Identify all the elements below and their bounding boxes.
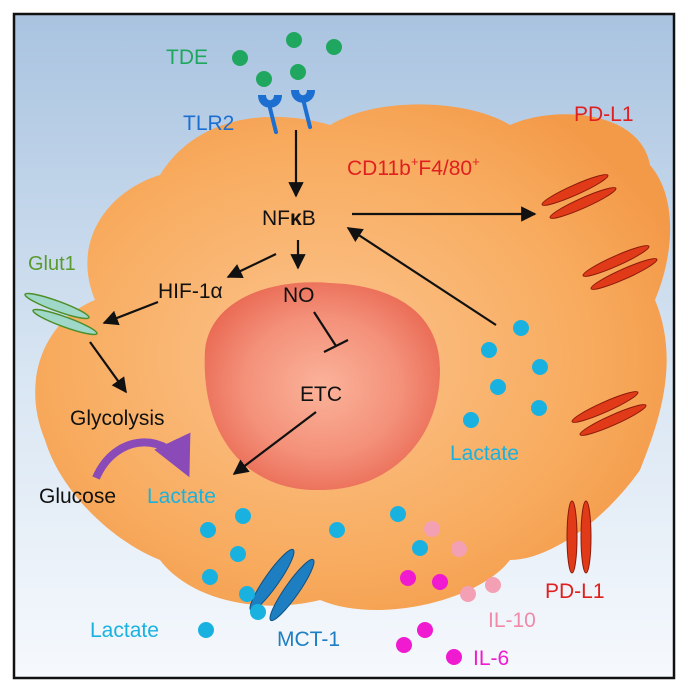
arrow-etc-to-lactate (232, 411, 317, 475)
lactate-particles (198, 320, 548, 638)
label-glut1: Glut1 (28, 253, 76, 275)
il6-particles (396, 570, 462, 665)
inhibit-no-etc (313, 311, 337, 347)
label-glucose: Glucose (39, 485, 116, 508)
arrow-lactate-to-nfkb (346, 227, 497, 326)
label-etc: ETC (300, 383, 342, 406)
mct1-transporter (249, 548, 315, 622)
label-glycolysis: Glycolysis (70, 407, 165, 430)
label-nfkb: NFκB (262, 207, 316, 230)
inhibit-no-etc-bar (323, 339, 349, 353)
nucleus (204, 282, 440, 491)
tlr2-receptor (258, 90, 315, 134)
label-lactate-inner: Lactate (147, 485, 216, 508)
label-lactate-right: Lactate (450, 442, 519, 465)
label-lactate-bottom: Lactate (90, 619, 159, 642)
label-no: NO (283, 284, 315, 307)
tde-particles (232, 32, 342, 87)
label-cd11b: CD11b+F4/80+ (347, 154, 480, 180)
label-hif1a: HIF-1α (158, 280, 223, 303)
label-il6: IL-6 (473, 647, 509, 670)
label-tde: TDE (166, 46, 208, 69)
pdl1-molecules (541, 174, 658, 574)
label-mct1: MCT-1 (277, 628, 340, 651)
label-tlr2: TLR2 (183, 112, 234, 135)
arrow-glut1-to-glycolysis (89, 341, 127, 394)
arrow-hif1a-to-glut1 (102, 300, 159, 326)
label-pdl1-bottom: PD-L1 (545, 580, 605, 603)
label-pdl1-top: PD-L1 (574, 103, 634, 126)
arrow-nfkb-to-hif1a (226, 253, 277, 278)
pathway-arrows (89, 130, 537, 475)
il10-particles (424, 521, 501, 602)
glycolysis-curve-arrow (92, 432, 191, 480)
glut1-transporter (24, 292, 98, 336)
label-il10: IL-10 (488, 609, 536, 632)
